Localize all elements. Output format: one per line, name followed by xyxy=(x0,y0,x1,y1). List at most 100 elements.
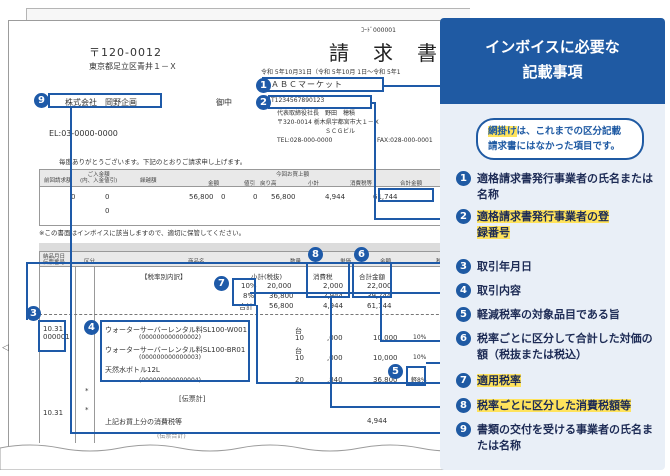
panel-title-line2: 記載事項 xyxy=(522,63,583,81)
separator-band xyxy=(39,243,459,251)
row-slip: 000001 xyxy=(43,333,70,341)
summary-carry-value: 0 xyxy=(105,207,110,215)
summary-group-label: 今回お買上額 xyxy=(276,172,310,178)
summary-total-value: 61,744 xyxy=(373,193,398,201)
tax-row-subtotal: 56,800 xyxy=(269,302,294,310)
summary-tax-value: 4,944 xyxy=(325,193,346,201)
item-name: ウォーターサーバーレンタル料SL100-W001 xyxy=(105,326,248,334)
item-name: ウォーターサーバーレンタル料SL100-BR01 xyxy=(105,346,246,354)
callout-box-9 xyxy=(48,93,162,108)
connector-line xyxy=(250,292,440,294)
invoice-document: ｺｰﾄﾞ000001 請 求 書 令和 5年10月31日（令和 5年10月 1日… xyxy=(0,8,470,470)
tax-col-total: 合計金額 xyxy=(359,273,385,281)
tax-row-total: 61,744 xyxy=(367,302,392,310)
detail-table-header: 納品月日 伝票番号 区分 商品名 数量 単価 金額 税率 xyxy=(39,251,459,267)
summary-table-header: 前回請求額 ご入金額 (内、入金値引) 繰越額 今回お買上額 金額 値引 戻り高… xyxy=(39,169,459,187)
consumption-tax-value: 4,944 xyxy=(367,417,388,425)
item-text: 税率ごとに区分して合計した対価の額（税抜または税込） xyxy=(477,332,653,361)
badge-7: 7 xyxy=(214,276,229,291)
badge-8: 8 xyxy=(308,247,323,262)
summary-head-paid: ご入金額 (内、入金値引) xyxy=(80,172,118,184)
invoice-title: 請 求 書 xyxy=(329,41,439,65)
item-text: 書類の交付を受ける事業者の氏名または名称 xyxy=(477,423,653,452)
item-name: 天然水ボトル12L xyxy=(105,366,160,374)
item-number: 2 xyxy=(456,209,471,224)
item-text: 取引年月日 xyxy=(477,260,532,273)
connector-line xyxy=(26,262,440,264)
item-amount: 36,800 xyxy=(373,376,398,384)
callout-box-1 xyxy=(262,77,384,92)
callout-box-5 xyxy=(406,366,426,386)
summary-subtotal-value: 56,800 xyxy=(271,193,296,201)
slip-total-label: [伝票計] xyxy=(179,395,206,403)
tax-row-tax: 2,000 xyxy=(323,282,344,290)
connector-line xyxy=(256,305,258,363)
connector-line xyxy=(256,362,258,382)
item-number: 3 xyxy=(456,259,471,274)
tax-col-tax: 消費税 xyxy=(313,273,333,281)
summary-amount-value: 56,800 xyxy=(189,193,214,201)
item-text: 適格請求書発行事業者の登録番号 xyxy=(477,209,619,241)
panel-title-line1: インボイスに必要な xyxy=(485,38,620,56)
item-number: 9 xyxy=(456,422,471,437)
greeting-text: 毎度ありがとうございます。下記のとおりご請求申し上げます。 xyxy=(59,158,247,166)
connector-line xyxy=(256,382,440,384)
connector-line xyxy=(384,85,440,87)
item-amount: 10,000 xyxy=(373,334,398,342)
connector-line xyxy=(426,362,440,364)
summary-head-amount: 金額 xyxy=(208,181,220,187)
item-text: 取引内容 xyxy=(477,284,521,297)
tax-row-rate: 10% xyxy=(241,282,257,290)
badge-9: 9 xyxy=(34,93,49,108)
recipient-tel: EL:03-0000-0000 xyxy=(49,129,118,138)
item-rate: 10% xyxy=(413,354,427,361)
seller-address: 〒320-0014 栃木県宇都宮市大１－Ｘ xyxy=(277,119,380,126)
item-price: ,000 xyxy=(327,354,343,362)
callout-box-2 xyxy=(268,95,372,109)
item-code: (000000000000002) xyxy=(139,334,201,341)
item-qty: 10 xyxy=(295,334,304,342)
onchu-label: 御中 xyxy=(216,98,232,107)
badge-3: 3 xyxy=(26,306,41,321)
tax-row-subtotal: 36,800 xyxy=(269,292,294,300)
tax-row-rate: 合計 xyxy=(239,303,253,311)
row-date: 10.31 xyxy=(43,325,64,333)
item-rate: 10% xyxy=(413,334,427,341)
summary-discount-value: 0 xyxy=(221,193,226,201)
summary-head-return: 戻り高 xyxy=(260,181,277,187)
callout-box-3 xyxy=(38,320,66,352)
note-text-2: 請求書にはなかった項目です。 xyxy=(488,141,621,152)
item-text-highlight: 税率ごとに区分した消費税額等 xyxy=(477,399,631,412)
item-unit: 台 xyxy=(295,327,302,335)
tax-breakdown-label: 【税率別内訳】 xyxy=(141,273,187,281)
item-price: ,840 xyxy=(327,376,343,384)
registration-number: T1234567890123 xyxy=(271,97,325,104)
summary-head-subtotal: 小計 xyxy=(308,181,320,187)
badge-2: 2 xyxy=(256,95,271,110)
summary-head-total: 合計金額 xyxy=(400,181,423,187)
item-text-highlight: 適用税率 xyxy=(477,374,521,387)
recipient-address: 東京都足立区青井１－Ｘ xyxy=(89,62,177,71)
item-number: 5 xyxy=(456,307,471,322)
left-arrow-icon[interactable]: ◁ xyxy=(2,343,9,353)
connector-line xyxy=(26,262,28,320)
badge-5: 5 xyxy=(388,364,403,379)
item-number: 4 xyxy=(456,283,471,298)
connector-line xyxy=(380,298,382,342)
connector-line xyxy=(380,340,440,342)
item-text: 軽減税率の対象品目である旨 xyxy=(477,308,620,321)
item-qty: 10 xyxy=(295,354,304,362)
consumption-tax-label: 上記お買上分の消費税等 xyxy=(105,418,182,426)
summary-head-tax: 消費税等 xyxy=(350,181,373,187)
callout-box-4 xyxy=(100,320,250,382)
item-text-highlight: 適格請求書発行事業者の登録番号 xyxy=(477,210,609,239)
summary-prev-value: 0 xyxy=(71,193,76,201)
tax-row-rate: 8% xyxy=(243,292,255,300)
storage-note: ※この書面はインボイスに該当しますので、適切に保管してください。 xyxy=(39,229,246,237)
seller-fax: FAX:028-000-0001 xyxy=(377,137,433,144)
note-text-1: は、これまでの区分記載 xyxy=(516,126,622,137)
item-text: 適格請求書発行事業者の氏名または名称 xyxy=(477,172,653,201)
seller-building: ＳＣＧビル xyxy=(325,128,356,135)
recipient-name: 株式会社 岡野企画 xyxy=(65,98,137,107)
summary-return-value: 0 xyxy=(253,193,258,201)
